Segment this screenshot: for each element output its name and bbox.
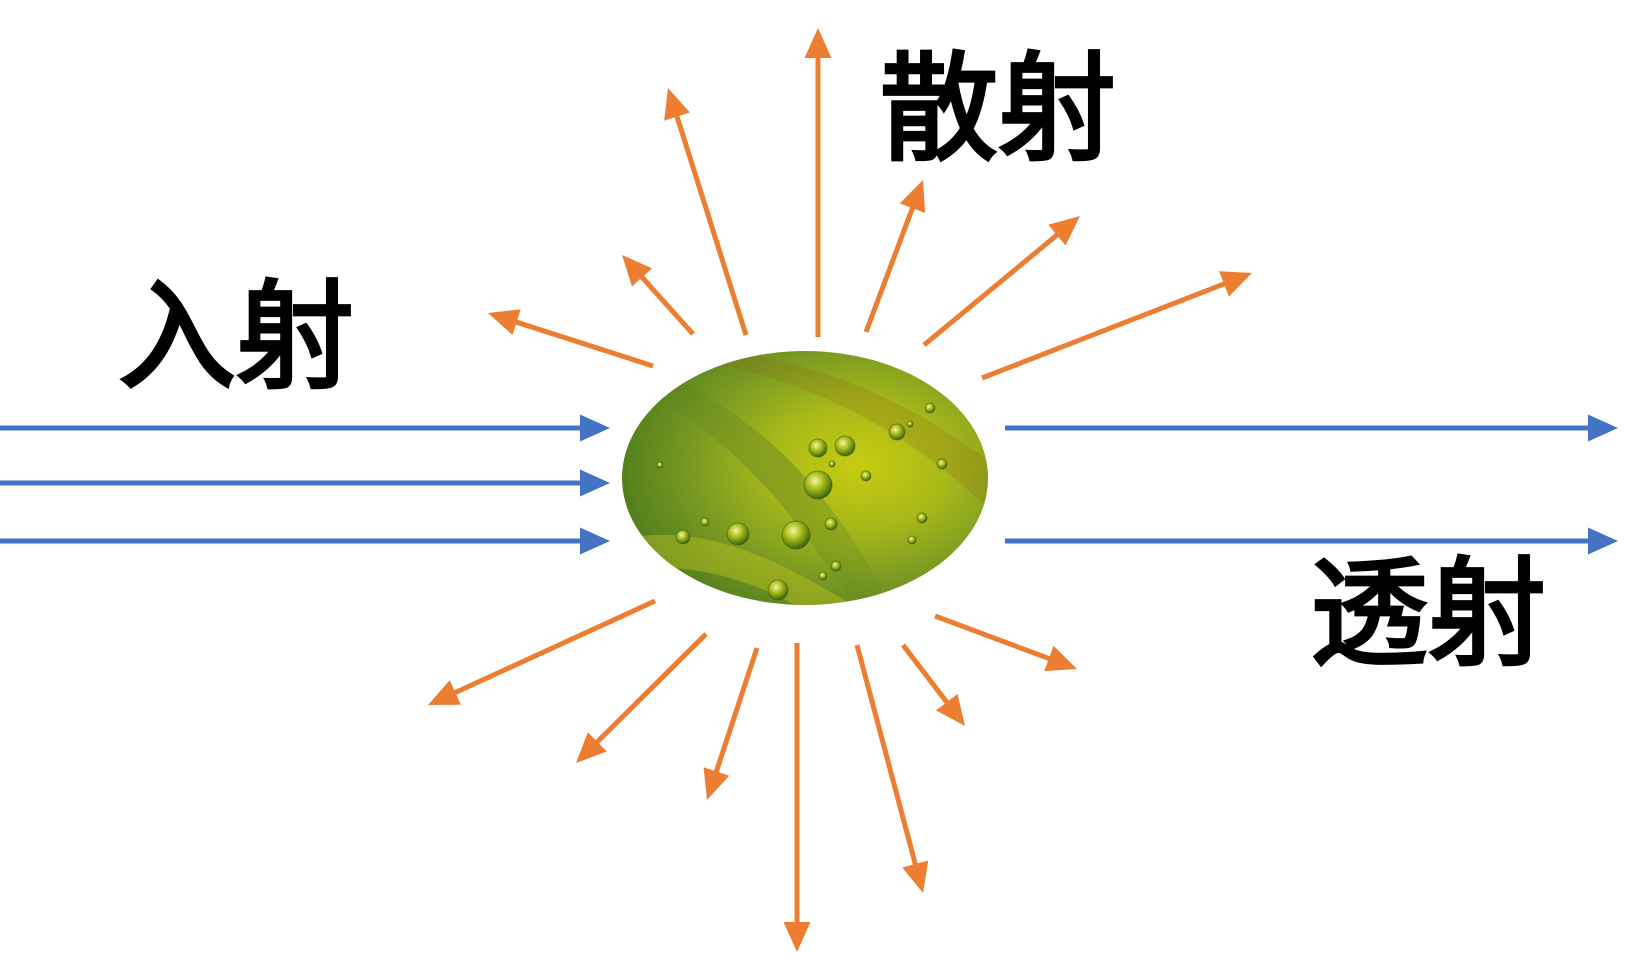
droplet-5 xyxy=(808,438,828,458)
scattered-ray-5 xyxy=(863,180,926,333)
transmitted-ray-1 xyxy=(1005,414,1618,442)
droplet-19 xyxy=(906,420,914,428)
scattered-ray-11 xyxy=(783,643,811,952)
droplet-1 xyxy=(803,470,833,500)
transmitted-ray-2 xyxy=(1005,527,1618,555)
scattered-ray-7 xyxy=(981,271,1252,381)
scattered-ray-3 xyxy=(664,88,749,336)
incident-ray-3 xyxy=(0,527,610,555)
droplet-11 xyxy=(936,458,948,470)
incident-ray-1 xyxy=(0,414,610,442)
droplet-3 xyxy=(726,522,750,546)
scattered-ray-8 xyxy=(428,598,657,705)
droplet-2 xyxy=(781,520,811,550)
droplet-15 xyxy=(830,560,842,572)
particle-texture xyxy=(622,351,988,605)
droplet-7 xyxy=(888,423,906,441)
scattered-ray-13 xyxy=(901,643,965,726)
droplet-20 xyxy=(828,460,836,468)
droplet-17 xyxy=(700,517,710,527)
droplet-16 xyxy=(818,571,828,581)
transmitted-rays xyxy=(1005,414,1618,555)
label-transmission: 透射 xyxy=(1310,545,1546,683)
droplet-14 xyxy=(907,535,917,545)
scattered-ray-12 xyxy=(854,644,929,893)
label-incident: 入射 xyxy=(118,268,354,406)
scattered-ray-6 xyxy=(922,216,1080,347)
droplet-8 xyxy=(675,529,691,545)
droplet-13 xyxy=(916,512,928,524)
droplet-4 xyxy=(834,435,856,457)
scattered-ray-10 xyxy=(703,647,760,800)
incident-ray-2 xyxy=(0,469,610,497)
droplet-18 xyxy=(656,461,664,469)
droplet-9 xyxy=(824,517,838,531)
label-scattering: 散射 xyxy=(880,40,1116,178)
scattered-ray-14 xyxy=(934,613,1077,672)
droplet-10 xyxy=(924,402,936,414)
scattered-ray-9 xyxy=(576,632,708,763)
liquid-droplets-icon xyxy=(656,402,948,601)
particle xyxy=(622,351,988,605)
incident-rays xyxy=(0,414,610,555)
scattered-ray-4 xyxy=(804,28,832,337)
scattered-rays xyxy=(428,28,1252,952)
scattered-ray-2 xyxy=(622,255,695,336)
droplet-6 xyxy=(767,579,789,601)
droplet-12 xyxy=(860,470,872,482)
scattered-ray-1 xyxy=(488,309,654,369)
